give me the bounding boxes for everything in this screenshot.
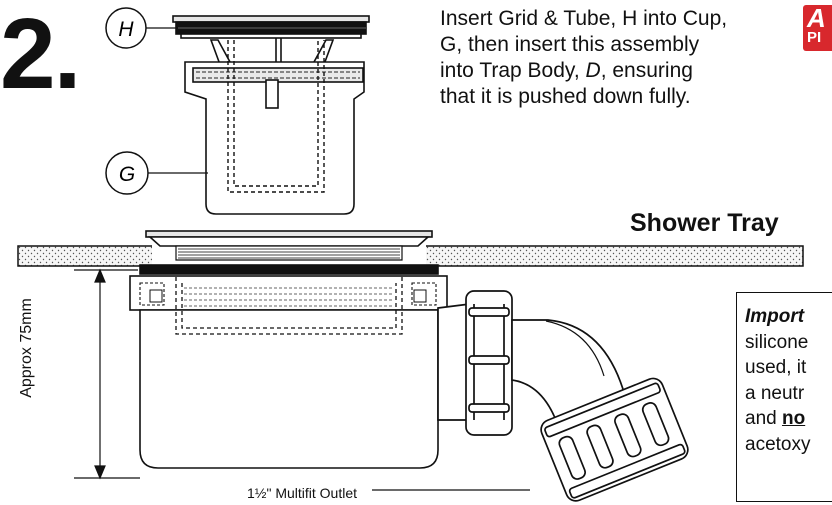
- instruction-part-d: D: [585, 59, 601, 83]
- instruction-line-4: that it is pushed down fully.: [440, 85, 691, 109]
- instruction-text: Insert Grid & Tube, H into Cup, G, then …: [440, 6, 727, 110]
- instruction-line-3-pre: into Trap Body,: [440, 59, 586, 83]
- outlet-label: 1½" Multifit Outlet: [247, 485, 358, 501]
- note-line-2: silicone: [745, 331, 809, 353]
- note-line-6: acetoxy: [745, 433, 811, 455]
- instruction-line-1: Insert Grid & Tube, H into Cup,: [440, 7, 728, 30]
- important-note-box: Import silicone used, it a neutr and no …: [736, 292, 832, 502]
- warning-badge: A PI: [803, 5, 832, 51]
- callout-h: H: [105, 7, 178, 49]
- trap-body-d: [129, 275, 448, 469]
- callout-g-letter: G: [119, 163, 135, 186]
- warning-badge-bottom: PI: [807, 29, 822, 46]
- note-line-4: a neutr: [745, 382, 805, 404]
- shower-tray-label: Shower Tray: [630, 209, 779, 237]
- note-line-3: used, it: [745, 357, 807, 379]
- multifit-outlet: [437, 290, 689, 502]
- cup-g: [184, 40, 365, 215]
- waste-flange: [139, 230, 439, 275]
- note-line-5: and no: [737, 406, 832, 432]
- dimension-line: [74, 268, 140, 480]
- callout-h-letter: H: [118, 18, 134, 41]
- warning-badge-top: A: [807, 5, 826, 33]
- step-number: 2.: [0, 0, 81, 110]
- note-line-5-pre: and: [745, 408, 782, 430]
- note-line-1: Import: [745, 306, 805, 327]
- approx-dimension-label: Approx 75mm: [18, 298, 35, 398]
- instruction-line-3-post: , ensuring: [600, 59, 693, 83]
- callout-g: G: [105, 151, 208, 195]
- instruction-line-2: G, then insert this assembly: [440, 33, 700, 57]
- note-line-5-emph: no: [781, 408, 806, 430]
